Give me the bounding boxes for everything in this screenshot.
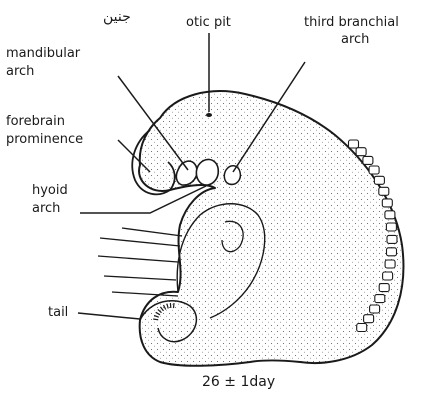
- hyoid-arch-shape: [196, 159, 218, 185]
- somite: [379, 187, 389, 195]
- somite: [374, 176, 384, 184]
- somite: [385, 260, 395, 268]
- arabic-heading: جنين: [103, 9, 131, 26]
- somite: [387, 235, 397, 243]
- label-mandibular-line2: arch: [6, 63, 34, 80]
- somite: [370, 305, 380, 313]
- label-third-branchial-line2: arch: [341, 31, 369, 48]
- label-hyoid-line1: hyoid: [32, 182, 68, 199]
- leader-tail: [78, 313, 140, 319]
- somite: [385, 211, 395, 219]
- somite: [383, 272, 393, 280]
- somite: [382, 199, 392, 207]
- somite: [356, 148, 366, 156]
- somite: [369, 166, 379, 174]
- somite: [364, 315, 374, 323]
- otic-pit-mark: [206, 113, 212, 117]
- label-tail: tail: [48, 304, 68, 321]
- somite: [386, 223, 396, 231]
- stalk-lines: [98, 228, 182, 296]
- label-hyoid-line2: arch: [32, 200, 60, 217]
- tail-somite-tick: [174, 303, 175, 308]
- somite: [363, 156, 373, 164]
- somite: [349, 140, 359, 148]
- third-arch-shape: [224, 166, 240, 185]
- tail-somite-tick: [153, 319, 158, 320]
- label-forebrain-line1: forebrain: [6, 113, 65, 130]
- somite: [357, 324, 367, 332]
- label-third-branchial-line1: third branchial: [304, 14, 399, 31]
- somite: [379, 284, 389, 292]
- somite: [375, 295, 385, 303]
- somite: [387, 248, 397, 256]
- label-otic-pit: otic pit: [186, 14, 231, 31]
- label-mandibular-line1: mandibular: [6, 45, 80, 62]
- age-caption: 26 ± 1day: [202, 374, 275, 391]
- label-forebrain-line2: prominence: [6, 131, 83, 148]
